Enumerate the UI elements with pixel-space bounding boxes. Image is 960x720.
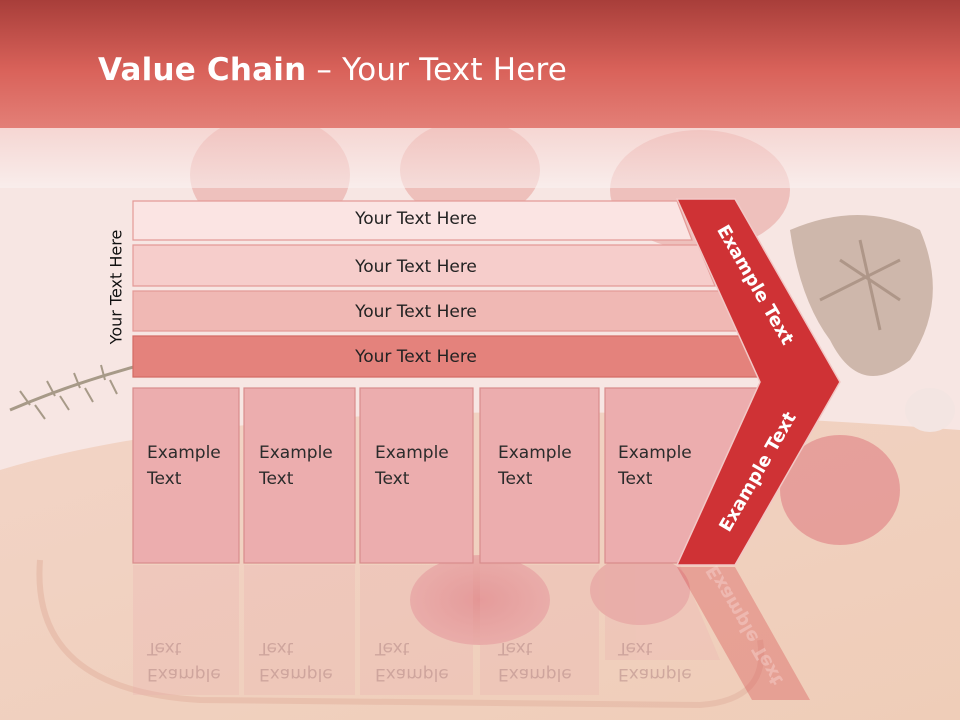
box-text-3: Example Text <box>375 440 449 492</box>
box-3-line1: Example <box>375 443 449 463</box>
box-reflection-3: Example Text <box>375 635 449 687</box>
reflection-line1: Example <box>259 664 333 684</box>
row-label-3: Your Text Here <box>355 302 477 322</box>
box-text-5: Example Text <box>618 440 692 492</box>
reflection-line2: Text <box>259 638 294 658</box>
row-bar-2[interactable] <box>132 244 716 287</box>
box-5-line1: Example <box>618 443 692 463</box>
box-2-line1: Example <box>259 443 333 463</box>
title-bold: Value Chain <box>98 52 307 88</box>
box-4-line1: Example <box>498 443 572 463</box>
box-text-2: Example Text <box>259 440 333 492</box>
box-1[interactable] <box>132 387 240 564</box>
box-1-line1: Example <box>147 443 221 463</box>
box-5-line2: Text <box>618 469 653 489</box>
chevron-arrow[interactable] <box>675 198 841 566</box>
box-reflection-2: Example Text <box>259 635 333 687</box>
box-reflection-1: Example Text <box>147 635 221 687</box>
box-3[interactable] <box>359 387 474 564</box>
reflection-line1: Example <box>375 664 449 684</box>
reflection-line2: Text <box>147 638 182 658</box>
reflection-line1: Example <box>498 664 572 684</box>
row-bar-1[interactable] <box>132 200 693 241</box>
row-label-2: Your Text Here <box>355 257 477 277</box>
title-rest: – Your Text Here <box>306 52 568 88</box>
box-reflection-5: Example Text <box>618 635 692 687</box>
row-label-1: Your Text Here <box>355 209 477 229</box>
box-4-line2: Text <box>498 469 533 489</box>
row-label-4: Your Text Here <box>355 347 477 367</box>
box-2[interactable] <box>243 387 356 564</box>
reflection-line1: Example <box>618 664 692 684</box>
reflection-line2: Text <box>498 638 533 658</box>
box-text-4: Example Text <box>498 440 572 492</box>
box-4[interactable] <box>479 387 600 564</box>
box-text-1: Example Text <box>147 440 221 492</box>
box-reflection-4: Example Text <box>498 635 572 687</box>
box-1-line2: Text <box>147 469 182 489</box>
slide-title: Value Chain – Your Text Here <box>98 52 567 88</box>
reflection-line2: Text <box>375 638 410 658</box>
reflection-line1: Example <box>147 664 221 684</box>
reflection-line2: Text <box>618 638 653 658</box>
side-label: Your Text Here <box>106 229 126 345</box>
box-2-line2: Text <box>259 469 294 489</box>
box-3-line2: Text <box>375 469 410 489</box>
